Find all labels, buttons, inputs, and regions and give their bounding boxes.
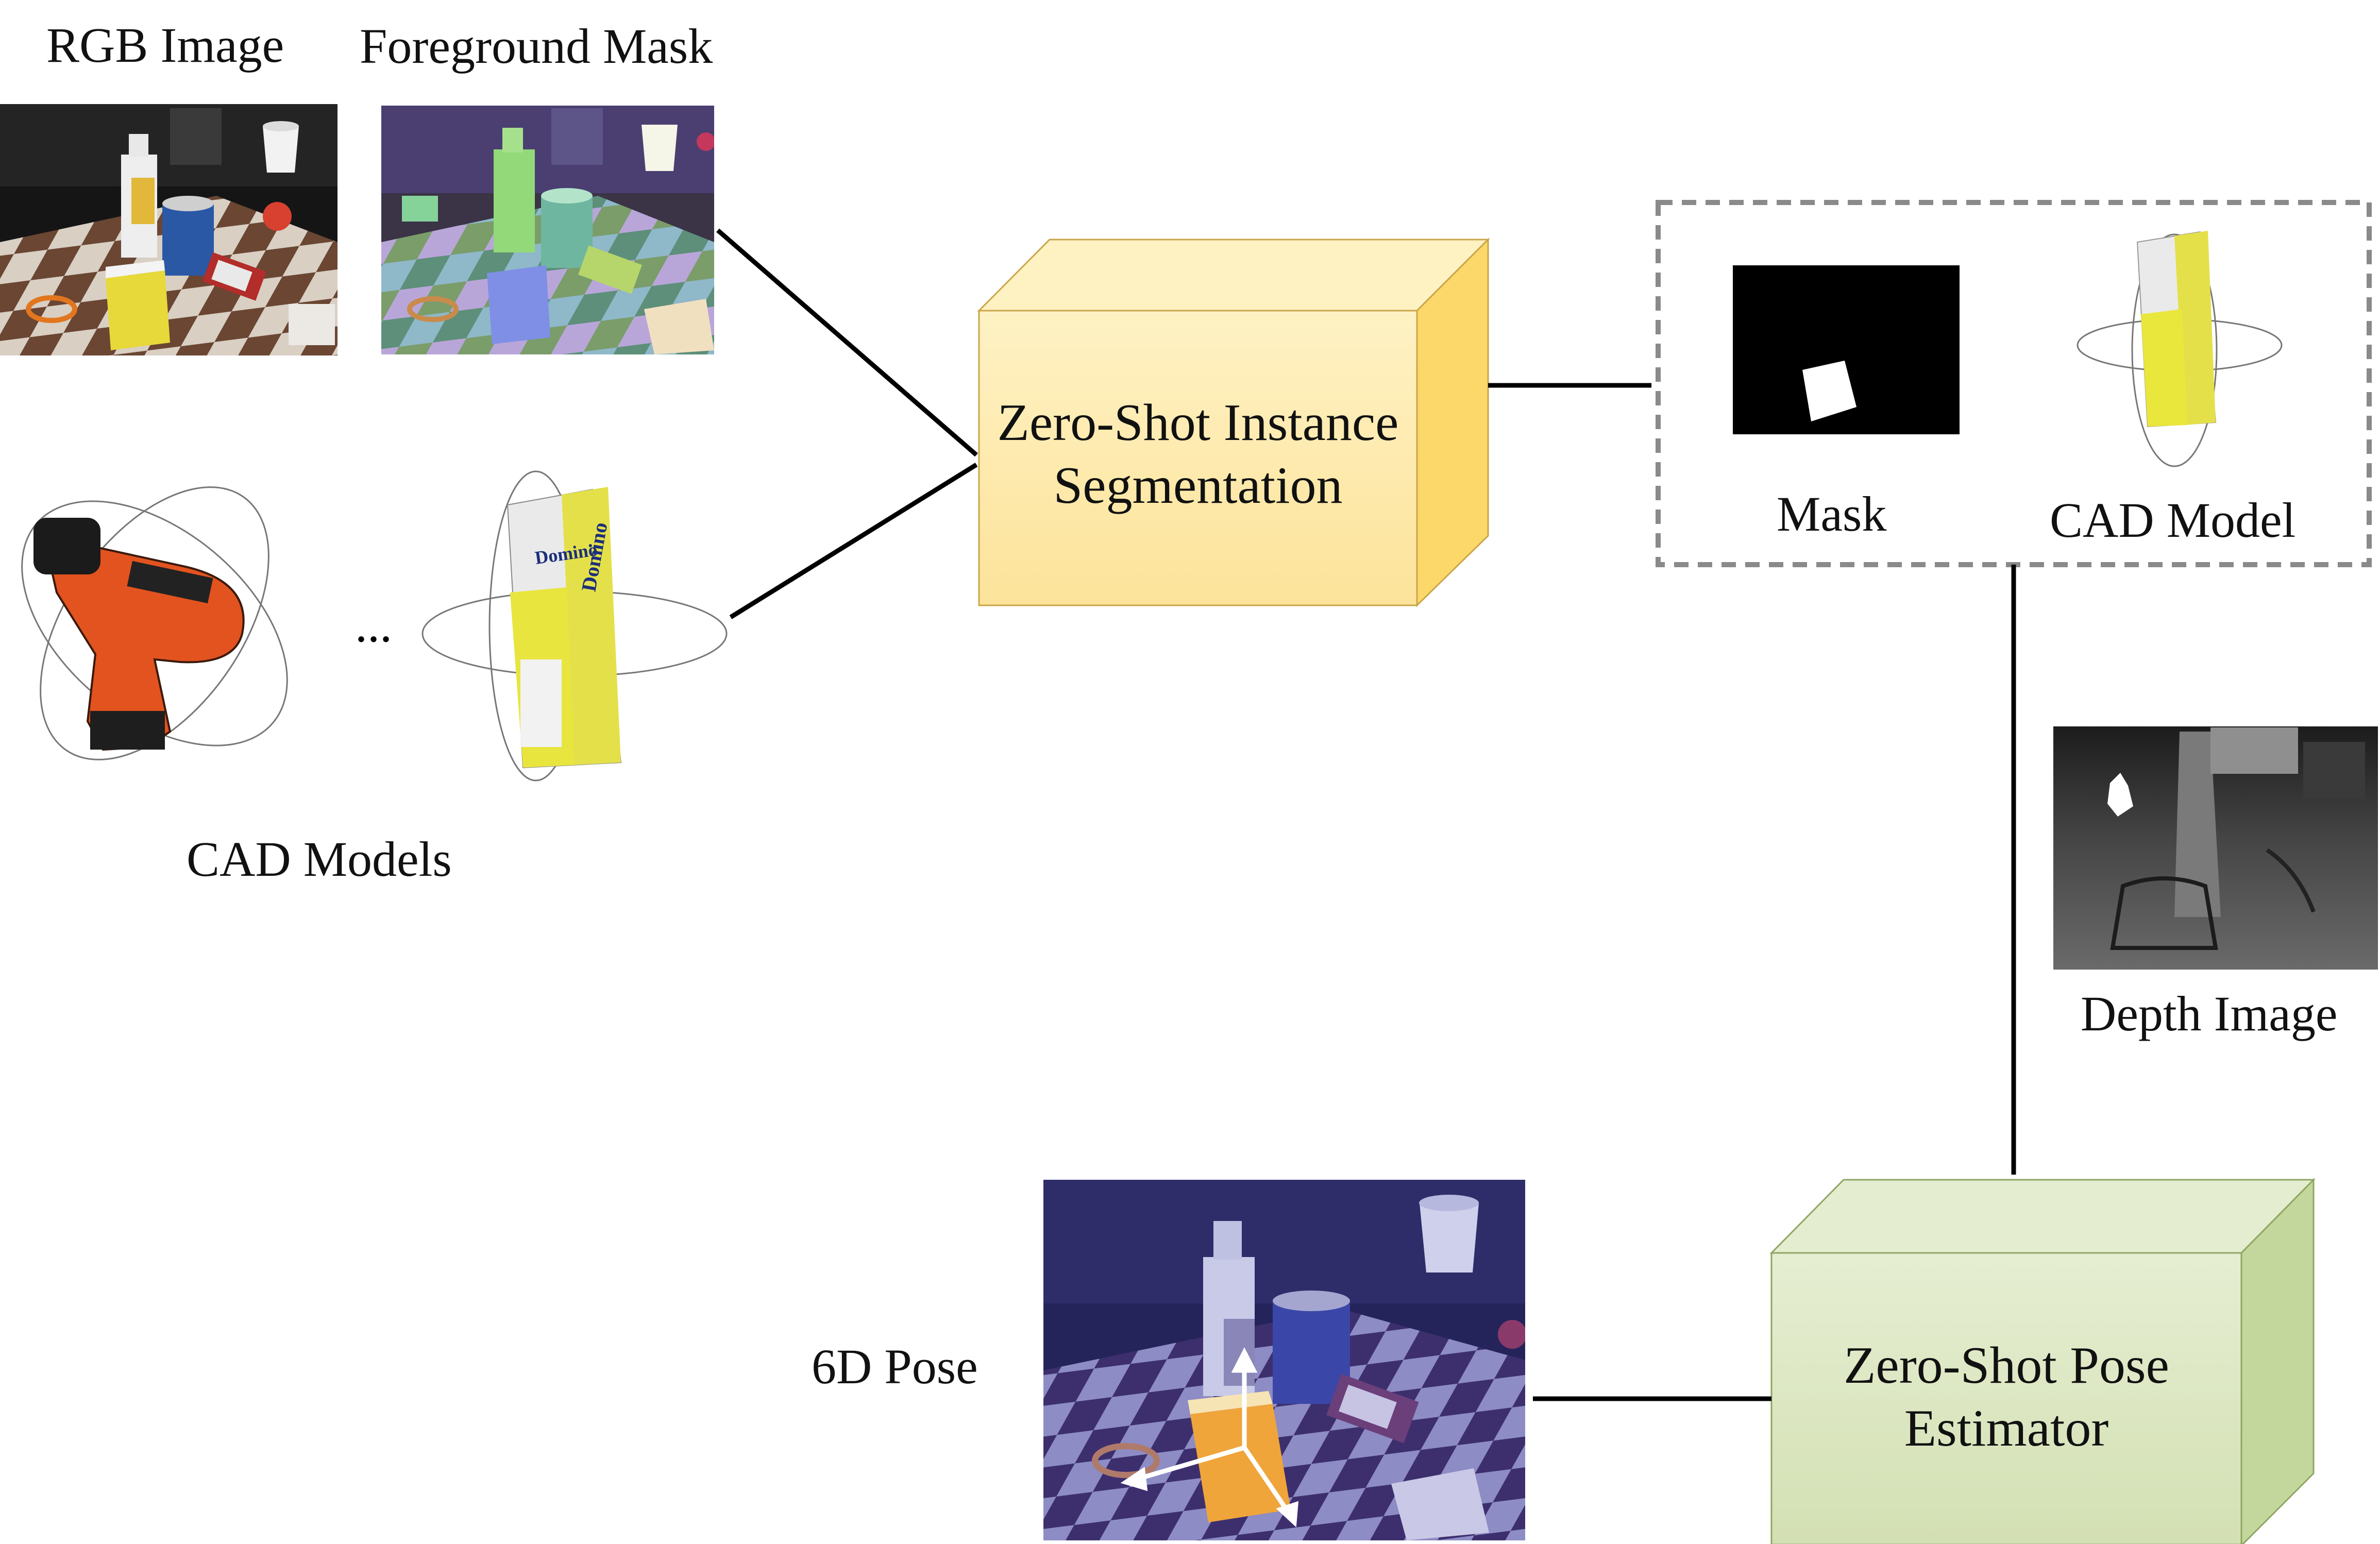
sugar-box-model: Domino Domino (421, 470, 728, 782)
rgb-image-label: RGB Image (46, 18, 284, 73)
mask-label: Mask (1777, 486, 1887, 541)
pose-estimator-title-line1: Zero-Shot Pose (1844, 1336, 2169, 1395)
pose-axes (1120, 1347, 1299, 1528)
cad-model-thumbnail (2077, 231, 2283, 467)
pose-estimator-box-title: Zero-Shot Pose Estimator (1771, 1334, 2241, 1461)
segmentation-title-line2: Segmentation (1053, 456, 1343, 515)
drill-model (21, 486, 288, 760)
foreground-mask-image (381, 106, 714, 354)
cad-model-label: CAD Model (2050, 493, 2296, 548)
segmentation-box (977, 237, 1490, 607)
arrow-cad-to-segmentation (729, 463, 978, 619)
cad-models-group: ... Domino Domino (21, 470, 728, 782)
depth-image-label: Depth Image (2081, 986, 2338, 1041)
foreground-mask-label: Foreground Mask (360, 19, 713, 74)
ellipsis-label: ... (355, 597, 392, 652)
segmentation-box-title: Zero-Shot Instance Segmentation (979, 392, 1417, 518)
pose-estimator-box (1769, 1178, 2316, 1544)
pose-6d-label: 6D Pose (812, 1339, 978, 1394)
mask-image (1733, 265, 1960, 434)
rgb-image (0, 104, 337, 355)
cad-models-label: CAD Models (187, 832, 452, 887)
depth-image (2053, 726, 2378, 970)
segmentation-title-line1: Zero-Shot Instance (997, 394, 1399, 452)
pose-estimator-title-line2: Estimator (1904, 1399, 2109, 1458)
arrow-images-to-segmentation (716, 228, 978, 457)
pose-6d-image (1043, 1180, 1525, 1540)
